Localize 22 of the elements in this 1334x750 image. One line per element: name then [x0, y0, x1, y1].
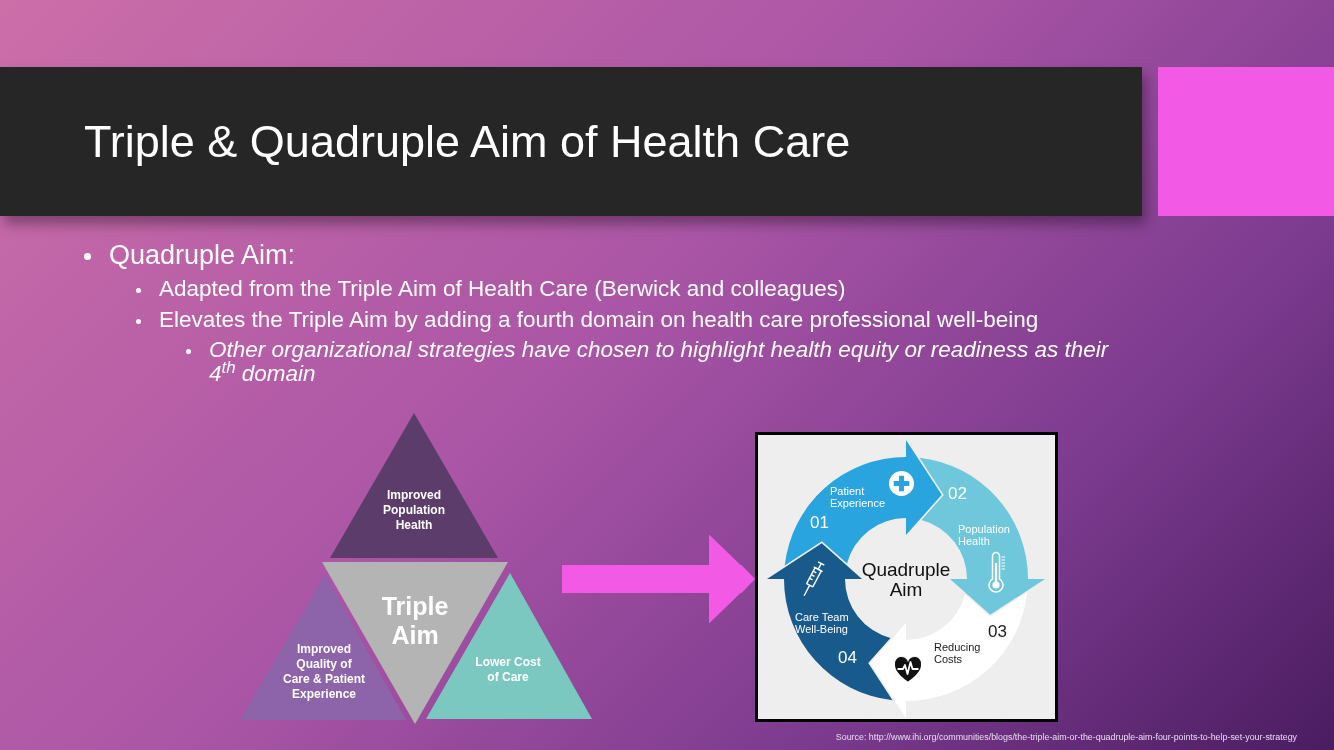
segment-label: Care Team Well-Being [795, 611, 850, 635]
image-frame [755, 432, 1058, 722]
triangle-label: Improved Population Health [382, 488, 446, 533]
bullet-text: Quadruple Aim: [109, 239, 296, 272]
bullet-text: Elevates the Triple Aim by adding a fourth domain on health care professional well-being [159, 306, 1039, 334]
segment-label: Population Health [958, 523, 1011, 547]
bullet-text: Other organizational strategies have chosen to highlight health equity or readiness as their 4$^{th}$ domain [209, 338, 1110, 386]
triangle [330, 413, 498, 558]
step-number: 02 [948, 485, 967, 503]
triangle-label: Lower Cost of Care [474, 655, 542, 685]
triangle-label: Improved Quality of Care & Patient Experience [282, 642, 366, 702]
block-arrow [562, 534, 755, 624]
step-number: 01 [810, 514, 829, 532]
triangle-label: Triple Aim [380, 592, 450, 650]
slide-title: Triple & Quadruple Aim of Health Care [84, 115, 851, 168]
source-note: Source: http://www.ihi.org/communities/blogs/the-triple-aim-or-the-quadruple-aim-four-points-to-help-set-your-strategy [835, 731, 1297, 743]
segment-label: Patient Experience [830, 485, 886, 509]
ring-center-label: Quadruple Aim [860, 560, 952, 600]
step-number: 03 [988, 623, 1007, 641]
bullet-text: Adapted from the Triple Aim of Health Care (Berwick and colleagues) [159, 275, 846, 303]
step-number: 04 [838, 649, 857, 667]
segment-label: Reducing Costs [934, 641, 982, 665]
